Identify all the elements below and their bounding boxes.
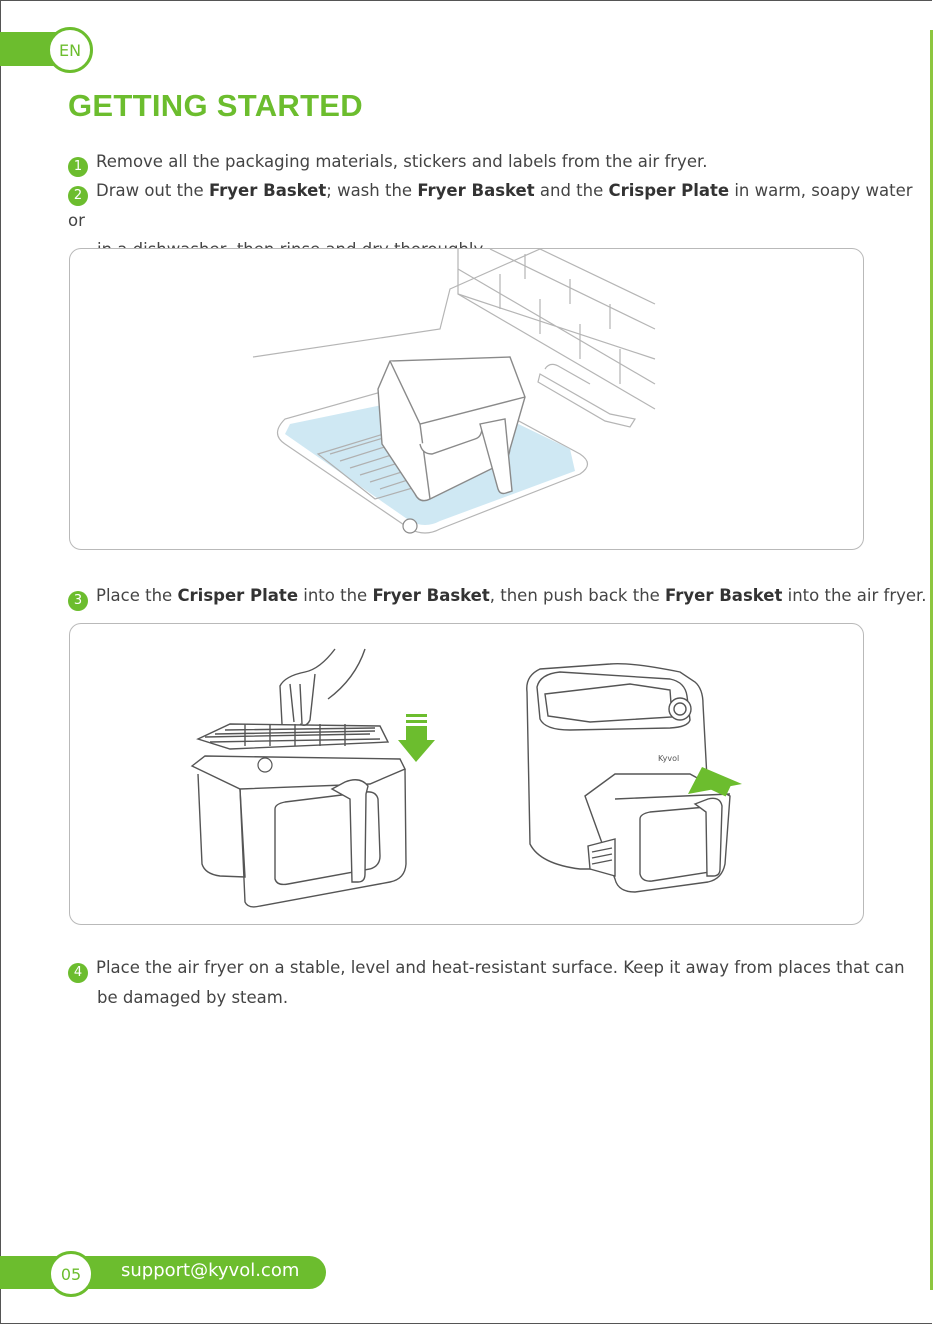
language-badge: EN bbox=[47, 27, 93, 73]
step-1: 1 Remove all the packaging materials, sti… bbox=[68, 147, 707, 177]
illustration-insert-basket: Kyvol bbox=[69, 623, 864, 925]
page-title: GETTING STARTED bbox=[68, 88, 363, 123]
term-crisper-plate: Crisper Plate bbox=[177, 586, 299, 605]
step-number-4: 4 bbox=[68, 962, 88, 983]
step-number-2: 2 bbox=[68, 185, 88, 206]
step-2: 2 Draw out the Fryer Basket; wash the Fry… bbox=[68, 176, 933, 264]
step-3-text: , then push back the bbox=[489, 586, 666, 605]
step-number-3: 3 bbox=[68, 590, 88, 611]
wash-basket-drawing bbox=[252, 249, 656, 534]
illustration-wash-basket bbox=[69, 248, 864, 550]
step-2-text: in warm, soapy water or bbox=[68, 181, 913, 230]
brand-label: Kyvol bbox=[658, 754, 679, 763]
page-number: 05 bbox=[48, 1251, 94, 1297]
step-3-text: Place the bbox=[96, 586, 178, 605]
step-4: 4 Place the air fryer on a stable, level … bbox=[68, 953, 905, 1012]
step-3-text: into the bbox=[298, 586, 373, 605]
step-3: 3 Place the Crisper Plate into the Fryer … bbox=[68, 581, 927, 611]
step-2-text: and the bbox=[534, 181, 609, 200]
step-3-text: into the air fryer. bbox=[782, 586, 927, 605]
term-crisper-plate: Crisper Plate bbox=[608, 181, 730, 200]
insert-basket-drawing: Kyvol bbox=[190, 648, 742, 908]
term-fryer-basket: Fryer Basket bbox=[665, 586, 783, 605]
term-fryer-basket: Fryer Basket bbox=[417, 181, 535, 200]
step-4-text: Place the air fryer on a stable, level a… bbox=[96, 958, 905, 977]
step-2-text: Draw out the bbox=[96, 181, 209, 200]
support-email-link[interactable]: support@kyvol.com bbox=[121, 1260, 300, 1281]
step-1-text: Remove all the packaging materials, stic… bbox=[96, 152, 708, 171]
step-number-1: 1 bbox=[68, 156, 88, 177]
step-4-line-2: be damaged by steam. bbox=[97, 987, 289, 1007]
term-fryer-basket: Fryer Basket bbox=[208, 181, 327, 200]
right-edge-accent bbox=[930, 30, 933, 1290]
term-fryer-basket: Fryer Basket bbox=[372, 586, 490, 605]
step-2-text: ; wash the bbox=[326, 181, 418, 200]
